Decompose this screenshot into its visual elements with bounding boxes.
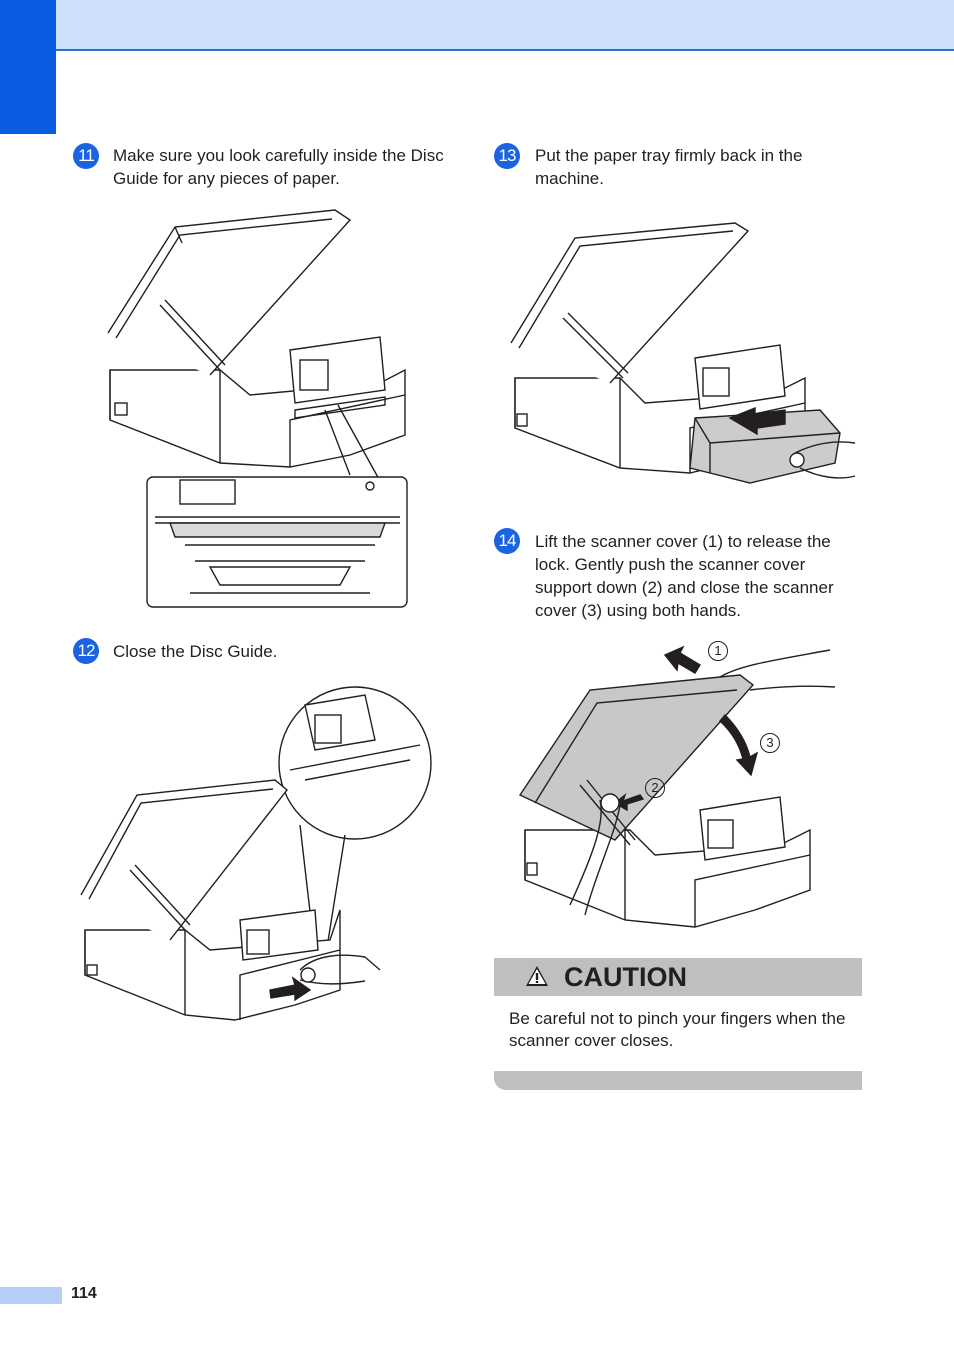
header-band [0, 0, 954, 51]
step-14-text: Lift the scanner cover (1) to release th… [535, 532, 834, 620]
caution-footer [494, 1071, 862, 1090]
page-number: 114 [71, 1285, 97, 1302]
chapter-tab [0, 0, 56, 134]
page-number-tab [0, 1287, 62, 1304]
step-11-text: Make sure you look carefully inside the … [113, 146, 444, 188]
callout-3: 3 [760, 733, 780, 753]
callout-1: 1 [708, 641, 728, 661]
step-11-badge: 11 [73, 143, 99, 169]
step-12-badge: 12 [73, 638, 99, 664]
paper-tray-insert-illustration [505, 218, 860, 488]
step-13-text: Put the paper tray firmly back in the ma… [535, 146, 803, 188]
step-14-badge: 14 [494, 528, 520, 554]
step-12-text: Close the Disc Guide. [113, 642, 278, 661]
caution-header [494, 958, 862, 996]
warning-icon [524, 964, 550, 993]
close-scanner-cover-illustration: 1 3 2 [515, 635, 845, 935]
callout-2: 2 [645, 778, 665, 798]
caution-title: CAUTION [564, 962, 687, 992]
caution-text: Be careful not to pinch your fingers whe… [509, 1009, 846, 1050]
close-disc-guide-illustration [75, 685, 435, 1030]
disc-guide-inspection-illustration [100, 205, 420, 615]
step-13-badge: 13 [494, 143, 520, 169]
